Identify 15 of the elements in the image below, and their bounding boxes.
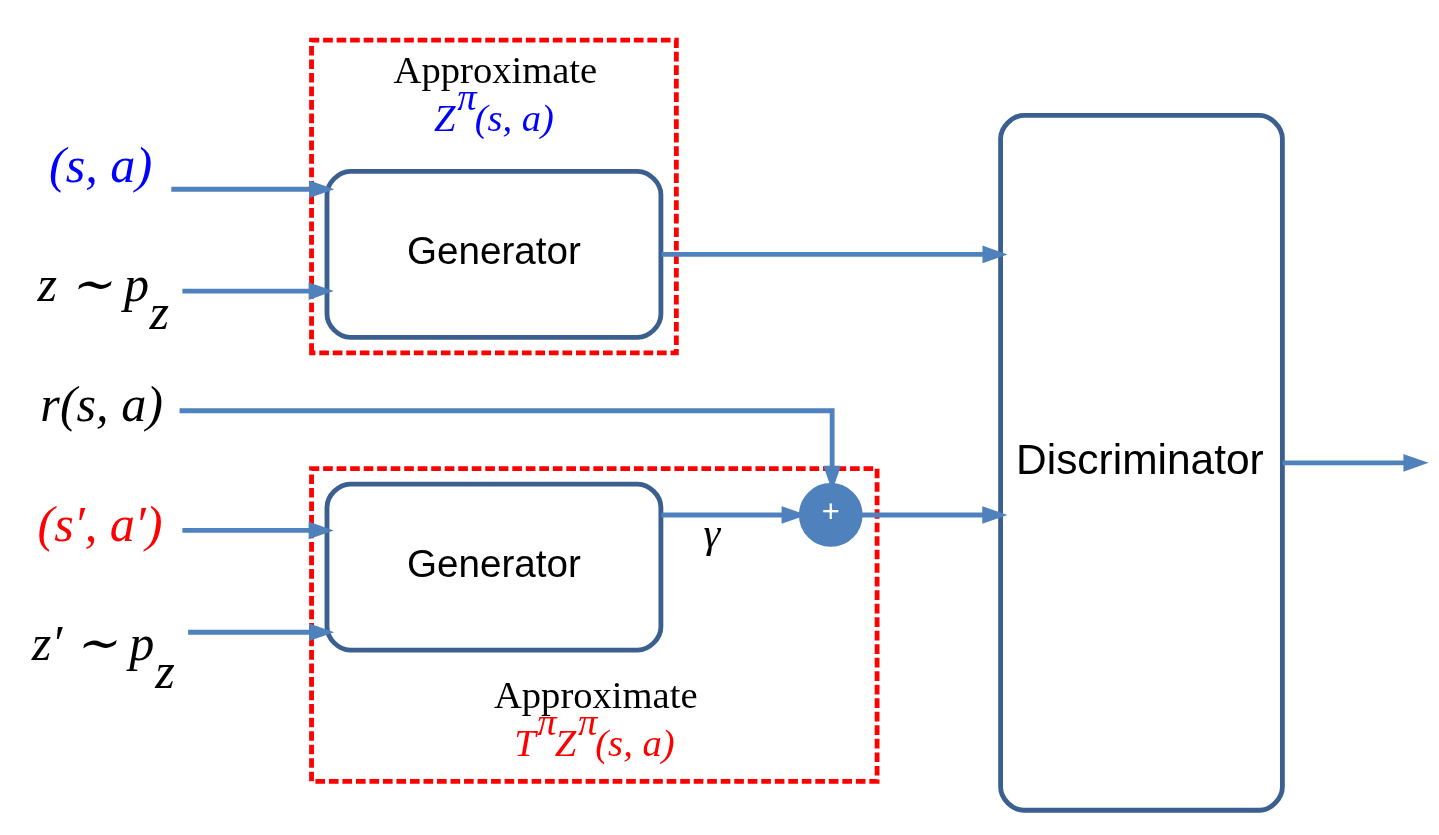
arrow bbox=[182, 521, 334, 540]
arrow bbox=[661, 245, 1008, 264]
arrow bbox=[171, 180, 335, 199]
node-text: (s, a) bbox=[49, 136, 153, 193]
arrow bbox=[1282, 454, 1429, 472]
node-box: Generator bbox=[324, 481, 664, 653]
arrow bbox=[861, 506, 1008, 524]
node-text: r(s, a) bbox=[40, 375, 164, 432]
node-box: Generator bbox=[324, 169, 664, 340]
node-box: Discriminator bbox=[998, 113, 1285, 813]
arrow bbox=[182, 282, 334, 300]
edge-label: γ bbox=[703, 509, 721, 557]
node-circle: + bbox=[798, 483, 863, 547]
node-text: (s′, a′) bbox=[37, 495, 163, 552]
arrow bbox=[188, 623, 335, 642]
